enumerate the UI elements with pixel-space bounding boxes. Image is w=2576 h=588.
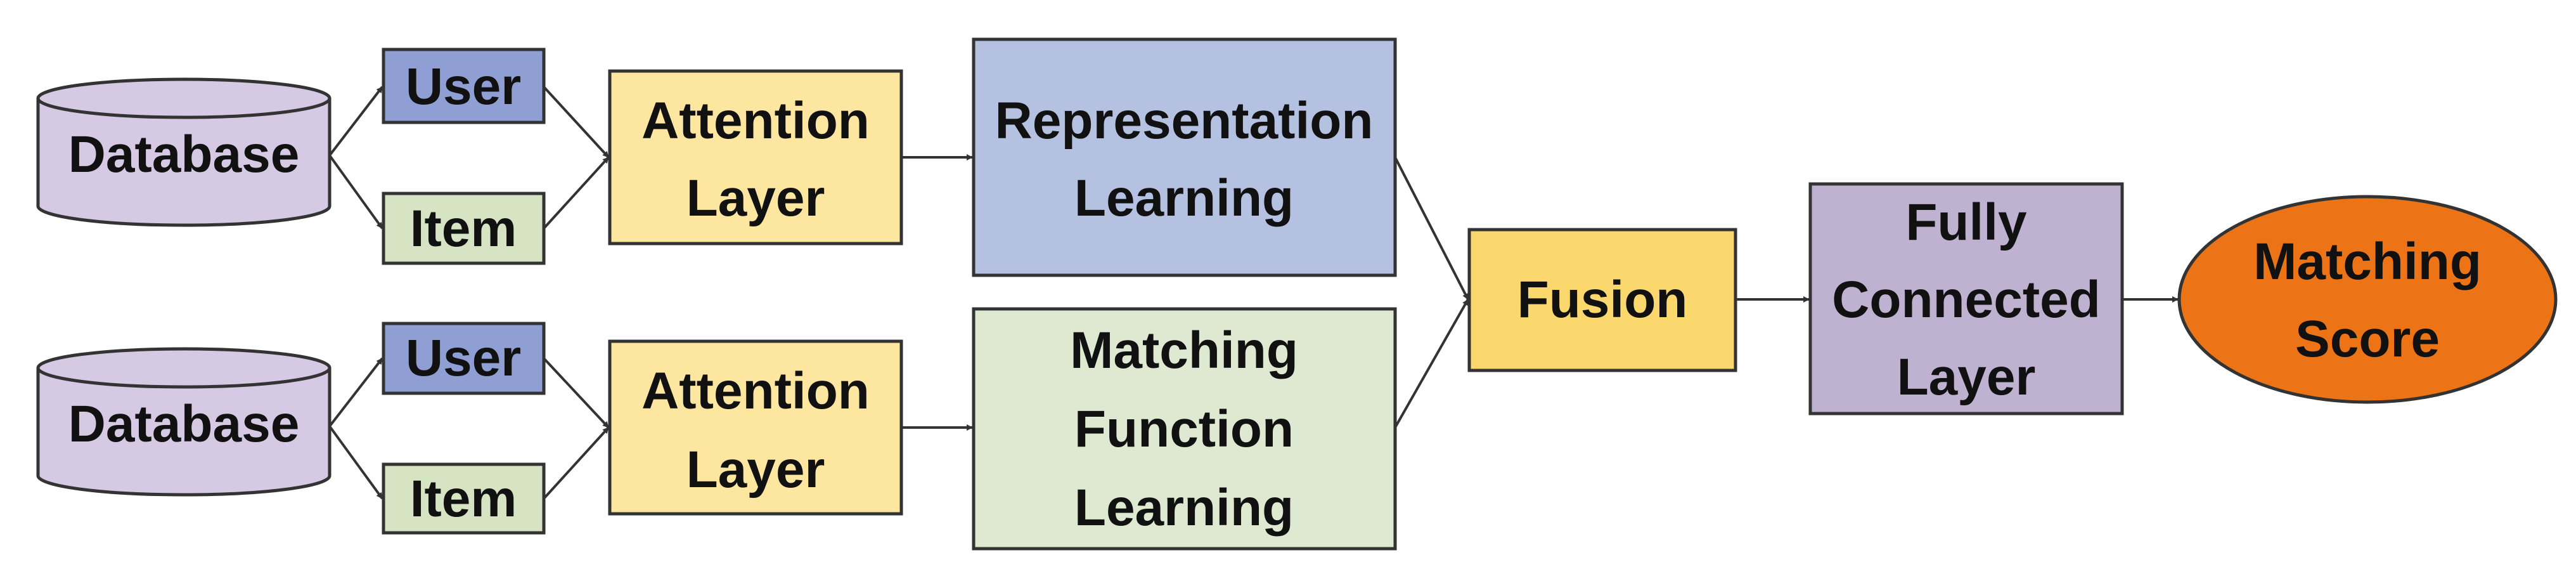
connectors bbox=[328, 86, 2179, 500]
representation-learning-box: Representation Learning bbox=[972, 37, 1397, 277]
matching-function-label-line3: Learning bbox=[1074, 479, 1294, 537]
arrow-top-database-to-item bbox=[328, 154, 383, 230]
bottom-user-label: User bbox=[406, 329, 521, 387]
top-user-label: User bbox=[406, 58, 521, 115]
bottom-item-label: Item bbox=[410, 470, 517, 528]
fully-connected-label-line2: Connected bbox=[1832, 271, 2101, 329]
top-user-box: User bbox=[382, 48, 546, 124]
fully-connected-label-line3: Layer bbox=[1897, 348, 2036, 406]
arrow-top-user-to-attention bbox=[543, 86, 610, 159]
arrow-matching-function-to-fusion bbox=[1394, 299, 1469, 428]
arrow-bottom-database-to-item bbox=[328, 425, 383, 500]
top-database-label: Database bbox=[68, 126, 300, 183]
top-attention-layer-box: Attention Layer bbox=[608, 69, 903, 245]
matching-function-learning-box: Matching Function Learning bbox=[972, 307, 1397, 551]
fusion-label: Fusion bbox=[1517, 271, 1688, 329]
fusion-box: Fusion bbox=[1467, 228, 1737, 372]
matching-score-label-line2: Score bbox=[2295, 310, 2440, 368]
matching-score-label-line1: Matching bbox=[2253, 233, 2482, 291]
top-item-label: Item bbox=[410, 200, 517, 258]
bottom-attention-label-line1: Attention bbox=[641, 362, 870, 420]
top-attention-label-line1: Attention bbox=[641, 92, 870, 150]
arrow-top-item-to-attention bbox=[543, 156, 610, 230]
bottom-user-box: User bbox=[382, 322, 546, 395]
arrow-top-database-to-user bbox=[328, 86, 383, 157]
top-item-box: Item bbox=[382, 192, 546, 265]
matching-function-label-line2: Function bbox=[1074, 400, 1294, 458]
arrow-bottom-item-to-attention bbox=[543, 426, 610, 500]
top-database-cylinder: Database bbox=[36, 77, 332, 227]
matching-function-label-line1: Matching bbox=[1070, 322, 1298, 379]
representation-label-line1: Representation bbox=[995, 92, 1374, 150]
bottom-database-cylinder: Database bbox=[36, 347, 332, 497]
bottom-item-box: Item bbox=[382, 462, 546, 535]
fully-connected-layer-box: Fully Connected Layer bbox=[1808, 182, 2124, 415]
fully-connected-label-line1: Fully bbox=[1905, 193, 2027, 251]
arrow-bottom-user-to-attention bbox=[543, 357, 610, 429]
representation-label-line2: Learning bbox=[1074, 169, 1294, 227]
matching-score-ellipse: Matching Score bbox=[2177, 195, 2558, 404]
top-attention-label-line2: Layer bbox=[686, 169, 825, 227]
bottom-attention-label-line2: Layer bbox=[686, 441, 825, 499]
arrow-bottom-database-to-user bbox=[328, 357, 383, 428]
bottom-attention-layer-box: Attention Layer bbox=[608, 339, 903, 516]
arrow-representation-to-fusion bbox=[1394, 157, 1469, 300]
bottom-database-label: Database bbox=[68, 395, 300, 453]
